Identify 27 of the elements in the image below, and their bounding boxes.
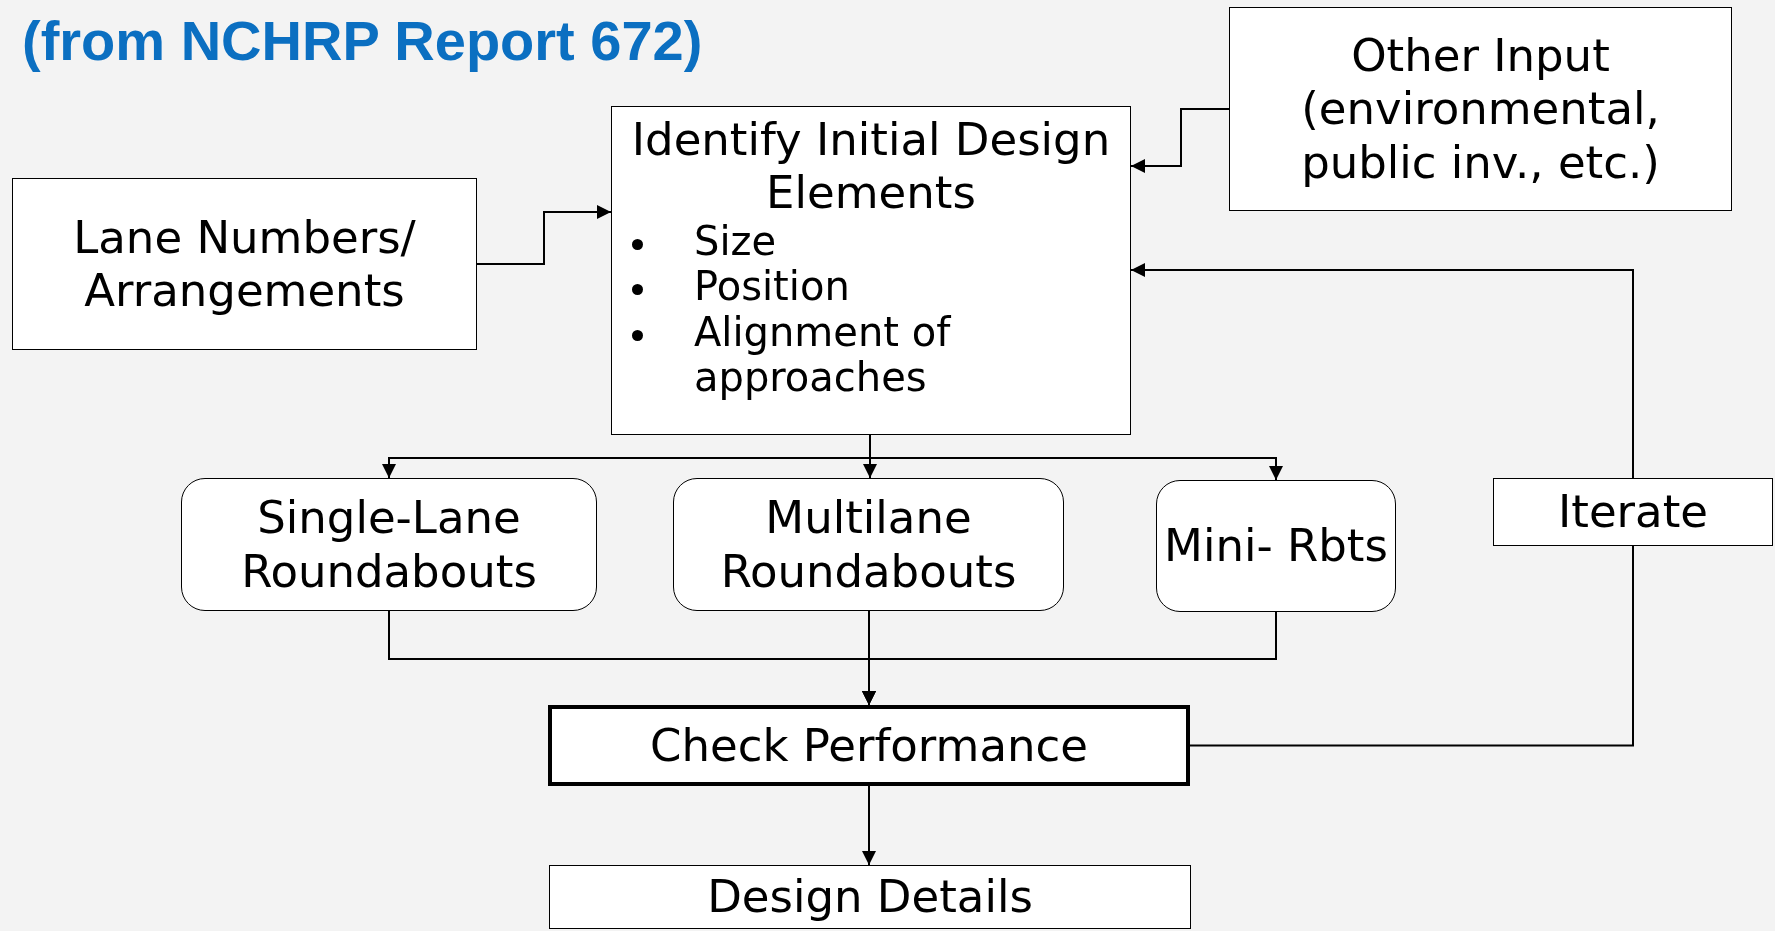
box-heading: Iterate xyxy=(1558,485,1708,539)
bullet-item: Size xyxy=(632,219,1130,265)
rounded-box xyxy=(181,478,597,611)
process-box xyxy=(549,865,1191,929)
box-heading: Other Input (environmental, public inv., etc.) xyxy=(1300,29,1661,189)
box-heading: Multilane Roundabouts xyxy=(719,491,1018,598)
box-heading: Design Details xyxy=(707,870,1033,924)
arrow xyxy=(1130,108,1230,173)
bullet-item: Position xyxy=(632,264,1130,310)
arrow xyxy=(862,785,876,866)
process-box xyxy=(12,178,477,350)
arrow xyxy=(862,611,1277,706)
process-box xyxy=(1493,478,1773,546)
title: (from NCHRP Report 672) xyxy=(22,8,703,73)
process-box xyxy=(611,106,1131,435)
box-heading: Single-Lane Roundabouts xyxy=(240,491,538,598)
process-box xyxy=(1229,7,1732,211)
process-box xyxy=(548,705,1190,786)
box-heading: Check Performance xyxy=(650,718,1088,773)
arrow xyxy=(1130,263,1634,479)
bullet-item: Alignment of approaches xyxy=(632,309,1130,400)
rounded-box xyxy=(1156,480,1396,612)
box-heading: Identify Initial Design Elements xyxy=(630,113,1112,220)
arrow xyxy=(476,205,612,265)
rounded-box xyxy=(673,478,1064,611)
box-heading: Mini- Rbts xyxy=(1164,519,1388,573)
box-heading: Lane Numbers/ Arrangements xyxy=(72,210,417,318)
